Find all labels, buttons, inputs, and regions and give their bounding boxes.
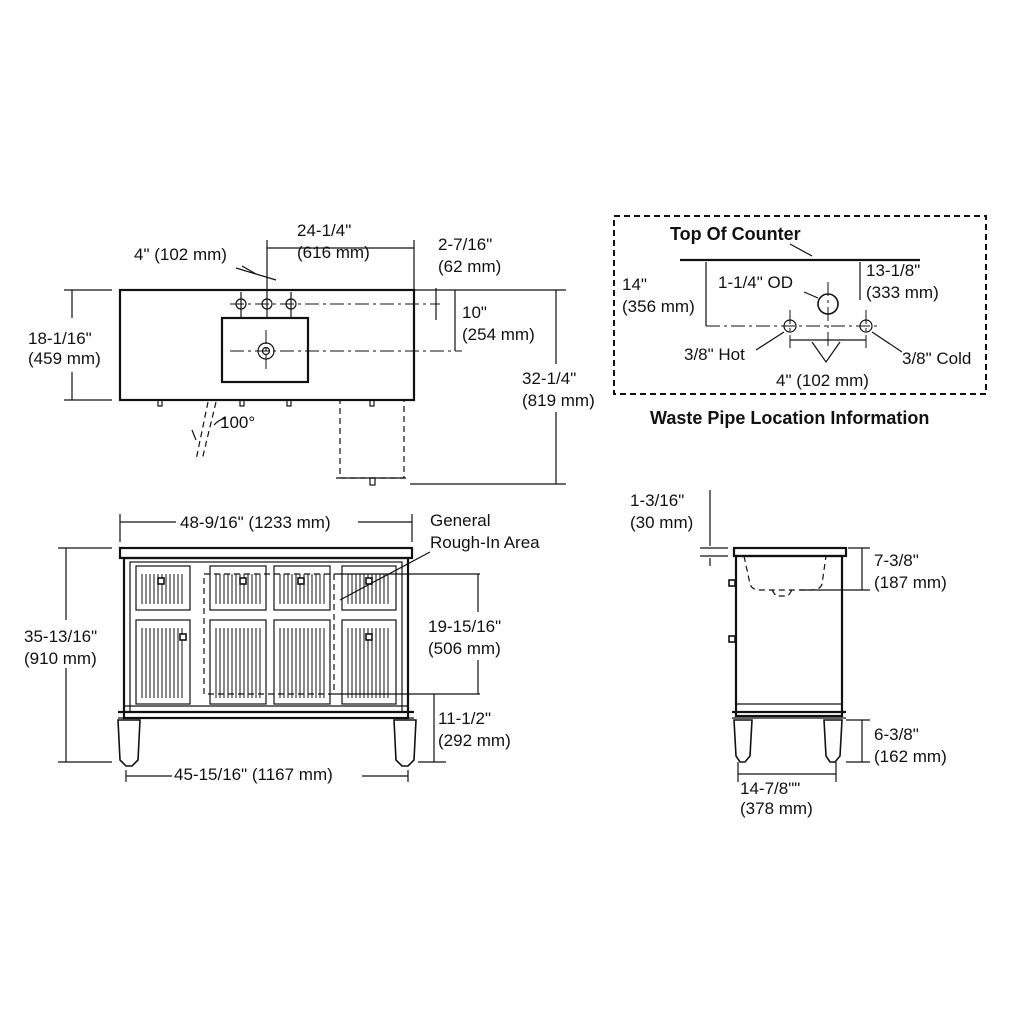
supply-spacing-label: 4" (102 mm) [776, 371, 869, 390]
width-in-label: 24-1/4" [297, 221, 351, 240]
hole-spacing-label: 4" (102 mm) [134, 245, 227, 264]
depth-in-label: 18-1/16" [28, 329, 92, 348]
door-center-left [209, 619, 267, 705]
center-in-label: 10" [462, 303, 487, 322]
edge-mm-label: (62 mm) [438, 257, 501, 276]
bottom-width-label: 45-15/16" (1167 mm) [174, 765, 333, 784]
waste-pipe-frame [613, 215, 987, 395]
front-height-in: 35-13/16" [24, 627, 97, 646]
side-basin [743, 555, 827, 591]
front-height-mm: (910 mm) [24, 649, 97, 668]
side-depth-mm: (378 mm) [740, 799, 813, 818]
side-leg-left [733, 719, 753, 763]
drawer-top-center-left [209, 565, 267, 611]
top-view-basin [220, 316, 310, 384]
door-center-right [273, 619, 331, 705]
side-depth-in: 14-7/8"" [740, 779, 800, 798]
drawer-top-center-right [273, 565, 331, 611]
edge-in-label: 2-7/16" [438, 235, 492, 254]
side-cabinet-body [734, 554, 844, 718]
total-in-label: 32-1/4" [522, 369, 576, 388]
offset-in: 13-1/8" [866, 261, 920, 280]
pipe-height-in: 14" [622, 275, 647, 294]
top-view: 24-1/4" (616 mm) 4" (102 mm) 2-7/16" (62… [28, 221, 595, 486]
cold-label: 3/8" Cold [902, 349, 971, 368]
rough-in-height-mm: (506 mm) [428, 639, 501, 658]
front-leg-left [117, 719, 141, 767]
front-countertop [118, 546, 414, 560]
hot-label: 3/8" Hot [684, 345, 745, 364]
side-view: 1-3/16" (30 mm) 7-3/8" (187 mm) 6-3/8" (… [630, 490, 947, 818]
counter-thick-mm: (30 mm) [630, 513, 693, 532]
offset-mm: (333 mm) [866, 283, 939, 302]
waste-pipe-title: Waste Pipe Location Information [650, 408, 929, 428]
door-left [135, 619, 191, 705]
door-right [341, 619, 397, 705]
leg-height-mm: (162 mm) [874, 747, 947, 766]
faucet-holes [235, 292, 297, 318]
rough-in-label-1: General [430, 511, 490, 530]
leg-height-in: 6-3/8" [874, 725, 919, 744]
drawer-top-left [135, 565, 191, 611]
center-mm-label: (254 mm) [462, 325, 535, 344]
side-leg-right [823, 719, 843, 763]
floor-height-mm: (292 mm) [438, 731, 511, 750]
depth-mm-label: (459 mm) [28, 349, 101, 368]
counter-thick-in: 1-3/16" [630, 491, 684, 510]
top-of-counter-label: Top Of Counter [670, 224, 801, 244]
front-view: 19-15/16" (506 mm) General Rough-In Area… [24, 511, 540, 784]
od-label: 1-1/4" OD [718, 273, 793, 292]
total-mm-label: (819 mm) [522, 391, 595, 410]
side-countertop [732, 546, 848, 558]
waste-pipe-panel: Top Of Counter 14" (356 mm) 1-1/4" OD 13… [613, 215, 987, 428]
rough-in-area [203, 573, 335, 695]
rough-in-label-2: Rough-In Area [430, 533, 540, 552]
basin-depth-mm: (187 mm) [874, 573, 947, 592]
front-leg-right [393, 719, 417, 767]
basin-depth-in: 7-3/8" [874, 551, 919, 570]
width-mm-label: (616 mm) [297, 243, 370, 262]
pipe-height-mm: (356 mm) [622, 297, 695, 316]
floor-height-in: 11-1/2" [438, 709, 491, 728]
rough-in-height-in: 19-15/16" [428, 617, 501, 636]
drawer-top-right [341, 565, 397, 611]
top-width-label: 48-9/16" (1233 mm) [180, 513, 331, 532]
door-angle-label: 100° [220, 413, 255, 432]
